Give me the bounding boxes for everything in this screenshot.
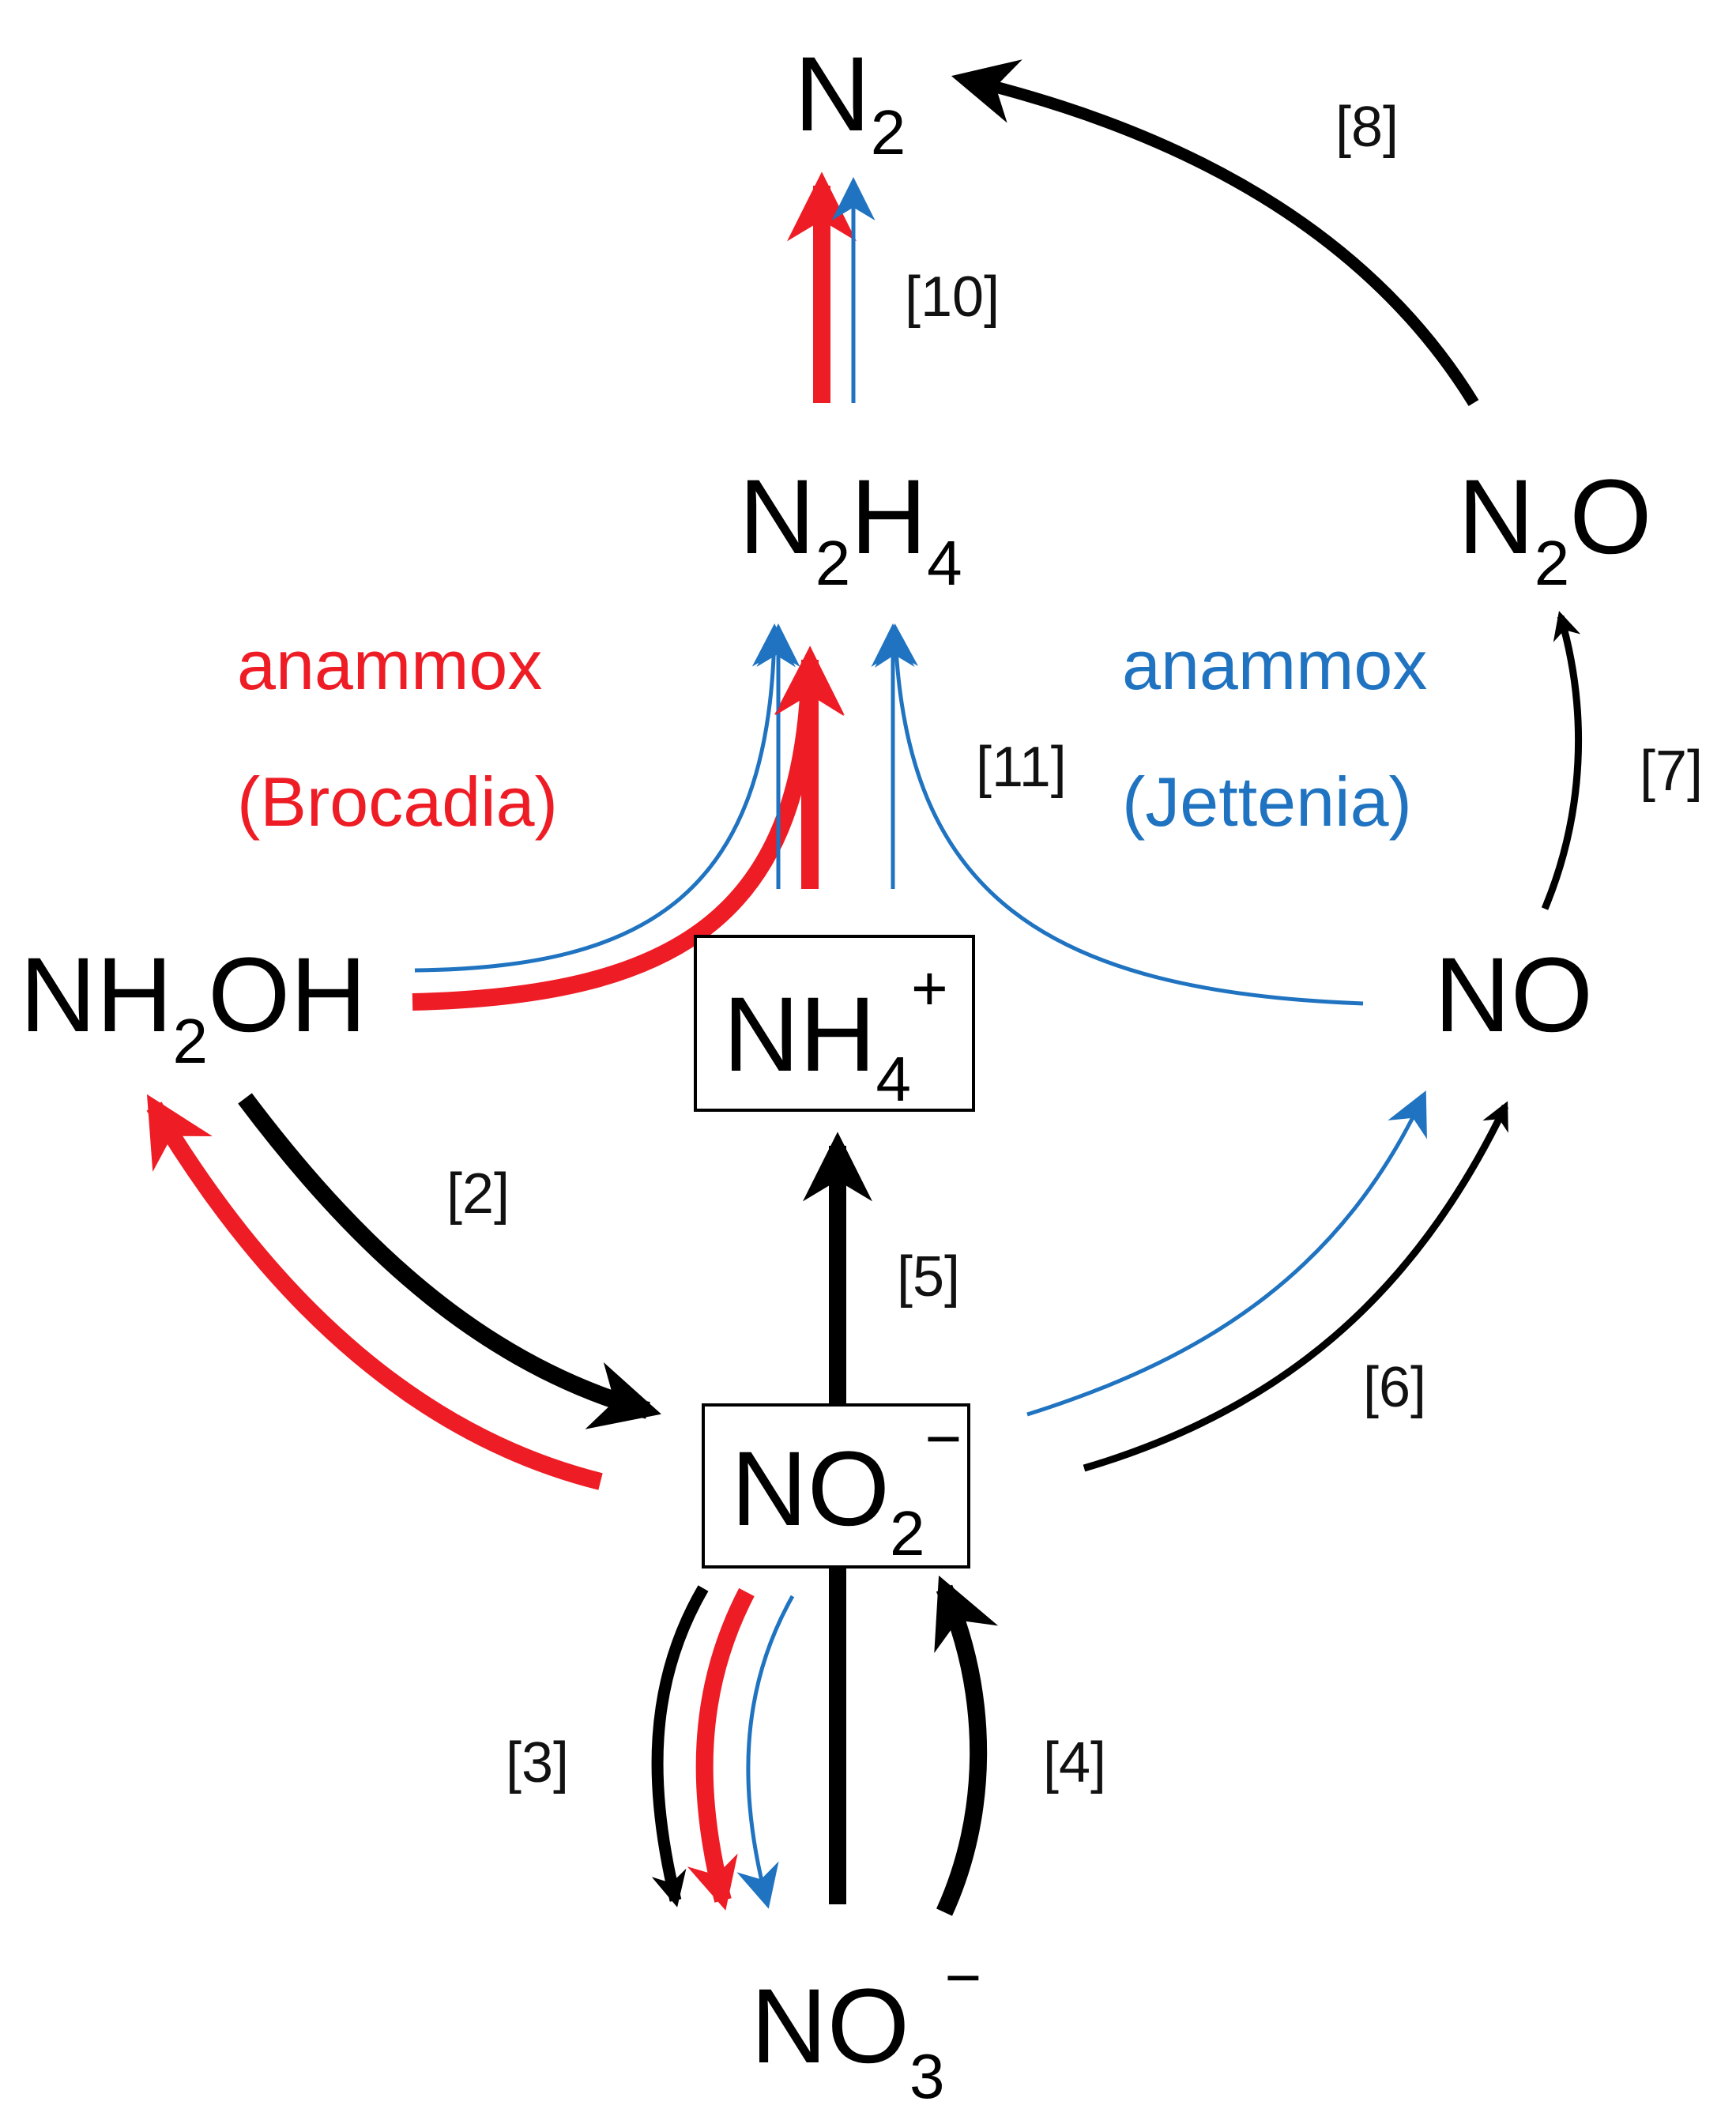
arrow-step7	[1541, 611, 1582, 910]
arrow-step11-nh2oh-jettenia	[414, 623, 796, 973]
n2o-label: N2O	[1458, 458, 1652, 598]
step-label-10: [10]	[905, 266, 1000, 329]
step-label-4: [4]	[1043, 1731, 1106, 1794]
n2-label: N2	[794, 36, 906, 168]
step-label-5: [5]	[897, 1245, 960, 1309]
arrow-step2-red	[146, 1094, 603, 1490]
no-label: NO	[1434, 936, 1593, 1054]
step-label-3: [3]	[506, 1731, 569, 1794]
arrow-step6-black	[1083, 1101, 1509, 1472]
arrow-step3-black	[651, 1585, 709, 1907]
n2h4-label: N2H4	[739, 458, 962, 598]
anammox-jettenia-genus: (Jettenia)	[1122, 763, 1412, 841]
step-label-6: [6]	[1363, 1356, 1426, 1419]
arrow-step3-brocadia	[687, 1587, 755, 1911]
arrow-step4	[934, 1575, 999, 1916]
step-label-7: [7]	[1640, 740, 1703, 803]
arrow-step2-black	[238, 1093, 661, 1429]
nh4-box	[694, 935, 975, 1112]
arrow-step11-nh2oh-brocadia	[412, 646, 844, 1011]
nh2oh-label: NH2OH	[20, 936, 367, 1076]
nh4-label: NH4+	[723, 953, 948, 1114]
step-label-11: [11]	[976, 736, 1067, 799]
step-label-2: [2]	[446, 1162, 510, 1226]
anammox-jettenia-label: anammox	[1122, 626, 1427, 704]
arrow-step3-jettenia	[736, 1595, 795, 1909]
no2-label: NO2−	[731, 1403, 962, 1569]
arrow-step8	[951, 59, 1479, 406]
no2-box	[702, 1403, 970, 1569]
step-label-8: [8]	[1335, 96, 1399, 159]
no3-label: NO3−	[751, 1942, 981, 2111]
anammox-brocadia-genus: (Brocadia)	[237, 763, 558, 841]
arrow-step6-jettenia	[1026, 1090, 1427, 1417]
arrow-step11-no-jettenia	[875, 623, 1364, 1006]
anammox-brocadia-label: anammox	[237, 626, 542, 704]
